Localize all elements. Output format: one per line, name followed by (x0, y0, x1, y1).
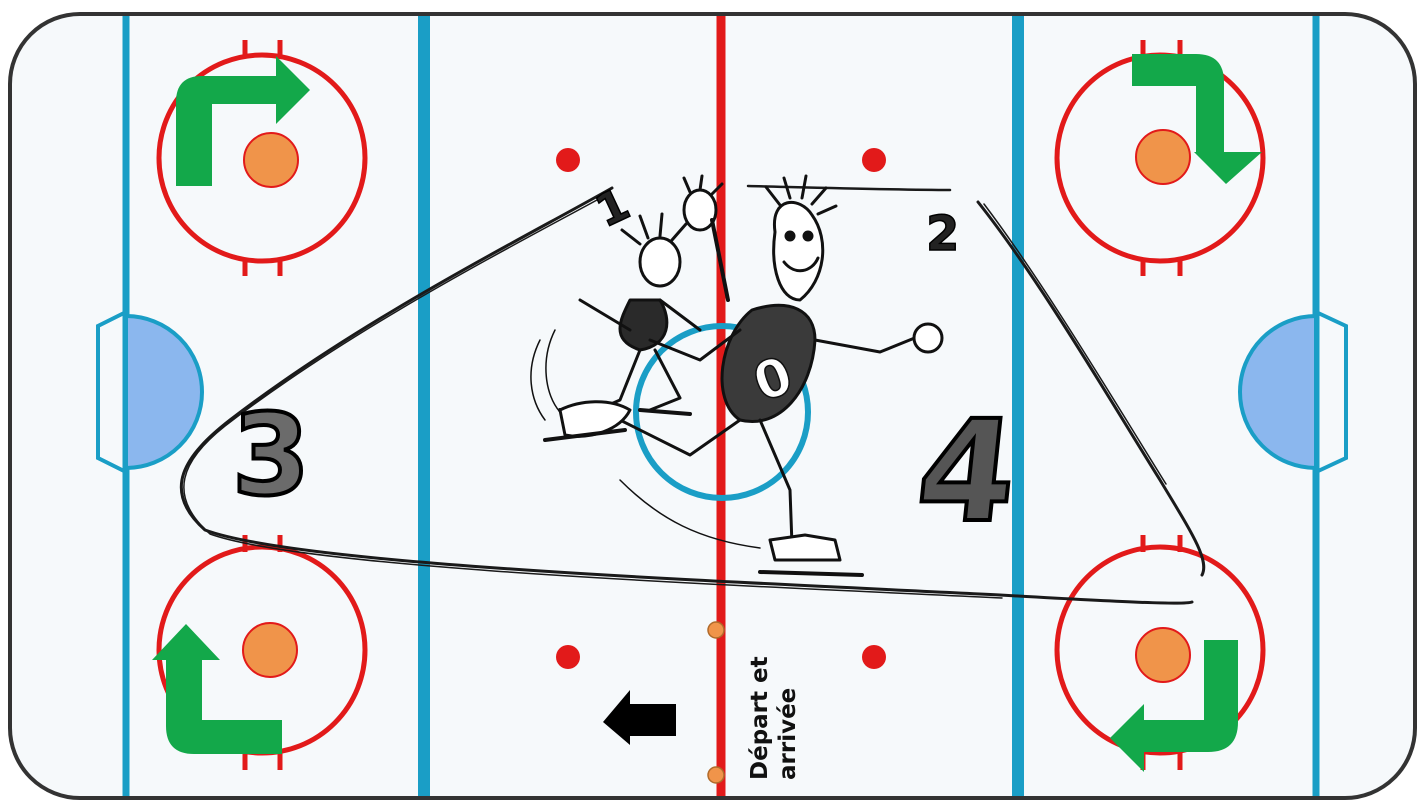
start-marker (708, 622, 724, 638)
faceoff-dot-top-left (244, 133, 298, 187)
finish-marker (708, 767, 724, 783)
start-finish-label: Départ et arrivée (746, 656, 802, 780)
svg-text:4: 4 (910, 391, 1025, 554)
faceoff-dot-bottom-right (1136, 628, 1190, 682)
start-finish-label-line2: arrivée (774, 656, 802, 780)
faceoff-dot-bottom-left (243, 623, 297, 677)
station-number-4: 4 (910, 391, 1025, 554)
start-finish-label-line1: Départ et (746, 656, 774, 780)
station-number-3: 3 (232, 391, 310, 521)
neutral-dot-top-left (556, 148, 580, 172)
neutral-dot-bottom-right (862, 645, 886, 669)
svg-text:2: 2 (926, 206, 959, 262)
neutral-dot-bottom-left (556, 645, 580, 669)
faceoff-dot-top-right (1136, 130, 1190, 184)
neutral-dot-top-right (862, 148, 886, 172)
svg-text:3: 3 (232, 391, 310, 521)
station-number-2: 2 (926, 206, 959, 262)
